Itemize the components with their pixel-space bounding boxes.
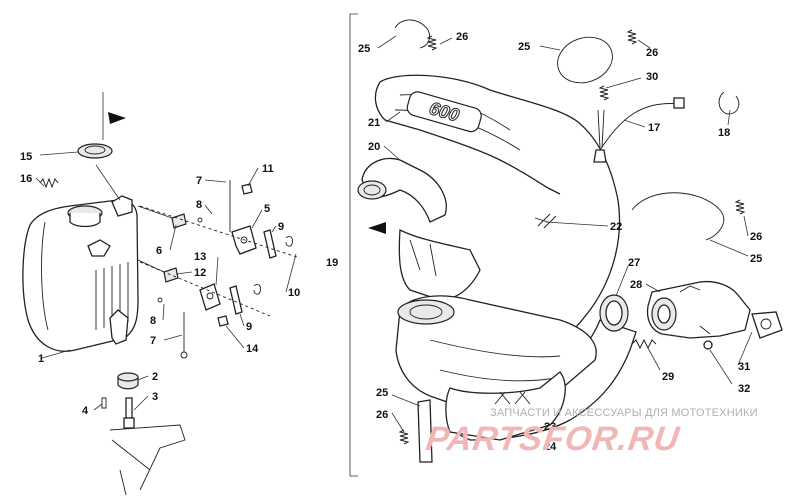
watermark-caption: ЗАПЧАСТИ И АКСЕССУАРЫ ДЛЯ МОТОТЕХНИКИ bbox=[490, 407, 758, 419]
clamp bbox=[394, 19, 431, 49]
tank-mount-hardware bbox=[137, 180, 301, 359]
callout-14: 14 bbox=[246, 343, 259, 355]
callout-15: 15 bbox=[20, 151, 32, 163]
callout-26c: 26 bbox=[750, 231, 762, 243]
engraved-badge: 600 bbox=[406, 91, 482, 133]
callout-26a: 26 bbox=[456, 31, 468, 43]
callout-4: 4 bbox=[82, 405, 89, 417]
callout-23: 23 bbox=[544, 421, 556, 433]
callout-19: 19 bbox=[326, 257, 338, 269]
leader-lines bbox=[35, 35, 753, 433]
callout-9b: 9 bbox=[246, 321, 252, 333]
bushing bbox=[163, 267, 179, 283]
callout-18: 18 bbox=[718, 127, 730, 139]
callout-21: 21 bbox=[368, 117, 380, 129]
callout-28: 28 bbox=[630, 279, 642, 291]
spring bbox=[39, 177, 59, 189]
callout-1: 1 bbox=[38, 353, 44, 365]
callout-8a: 8 bbox=[196, 199, 202, 211]
bushing bbox=[171, 213, 187, 229]
spring bbox=[734, 199, 746, 215]
oil-tank-assembly bbox=[22, 92, 186, 496]
callout-25c: 25 bbox=[750, 253, 762, 265]
callout-17: 17 bbox=[648, 122, 660, 134]
temperature-sensor-cable bbox=[599, 103, 681, 151]
exhaust-assembly: 600 bbox=[357, 19, 783, 463]
clamp-band bbox=[631, 192, 725, 241]
clamp-ring bbox=[557, 36, 613, 84]
callout-7b: 7 bbox=[150, 335, 156, 347]
callout-11: 11 bbox=[262, 163, 274, 175]
callout-22: 22 bbox=[610, 221, 622, 233]
callout-25b: 25 bbox=[518, 41, 530, 53]
watermark: ЗАПЧАСТИ И АКСЕССУАРЫ ДЛЯ МОТОТЕХНИКИ PA… bbox=[424, 407, 758, 458]
callout-labels: 1 2 3 4 5 6 7 7 8 8 9 9 10 11 12 13 14 1… bbox=[20, 31, 762, 453]
spring bbox=[426, 35, 438, 51]
callout-20: 20 bbox=[368, 141, 380, 153]
callout-2: 2 bbox=[152, 371, 158, 383]
callout-30: 30 bbox=[646, 71, 658, 83]
callout-13: 13 bbox=[194, 251, 206, 263]
spring bbox=[398, 429, 410, 445]
callout-16: 16 bbox=[20, 173, 32, 185]
callout-12: 12 bbox=[194, 267, 206, 279]
callout-25d: 25 bbox=[376, 387, 388, 399]
callout-26d: 26 bbox=[376, 409, 388, 421]
callout-24: 24 bbox=[544, 441, 557, 453]
spring bbox=[598, 85, 610, 101]
callout-27: 27 bbox=[628, 257, 640, 269]
callout-9a: 9 bbox=[278, 221, 284, 233]
callout-6: 6 bbox=[156, 245, 162, 257]
callout-32: 32 bbox=[738, 383, 750, 395]
watermark-logo: PARTSFOR.RU bbox=[424, 420, 683, 458]
callout-7a: 7 bbox=[196, 175, 202, 187]
callout-31: 31 bbox=[738, 361, 750, 373]
callout-3: 3 bbox=[152, 391, 158, 403]
oil-tank bbox=[22, 199, 139, 352]
callout-5: 5 bbox=[264, 203, 270, 215]
callout-8b: 8 bbox=[150, 315, 156, 327]
spring bbox=[626, 29, 638, 45]
callout-10: 10 bbox=[288, 287, 300, 299]
callout-25a: 25 bbox=[358, 43, 370, 55]
callout-29: 29 bbox=[662, 371, 674, 383]
head-pipe bbox=[361, 157, 447, 223]
callout-26b: 26 bbox=[646, 47, 658, 59]
